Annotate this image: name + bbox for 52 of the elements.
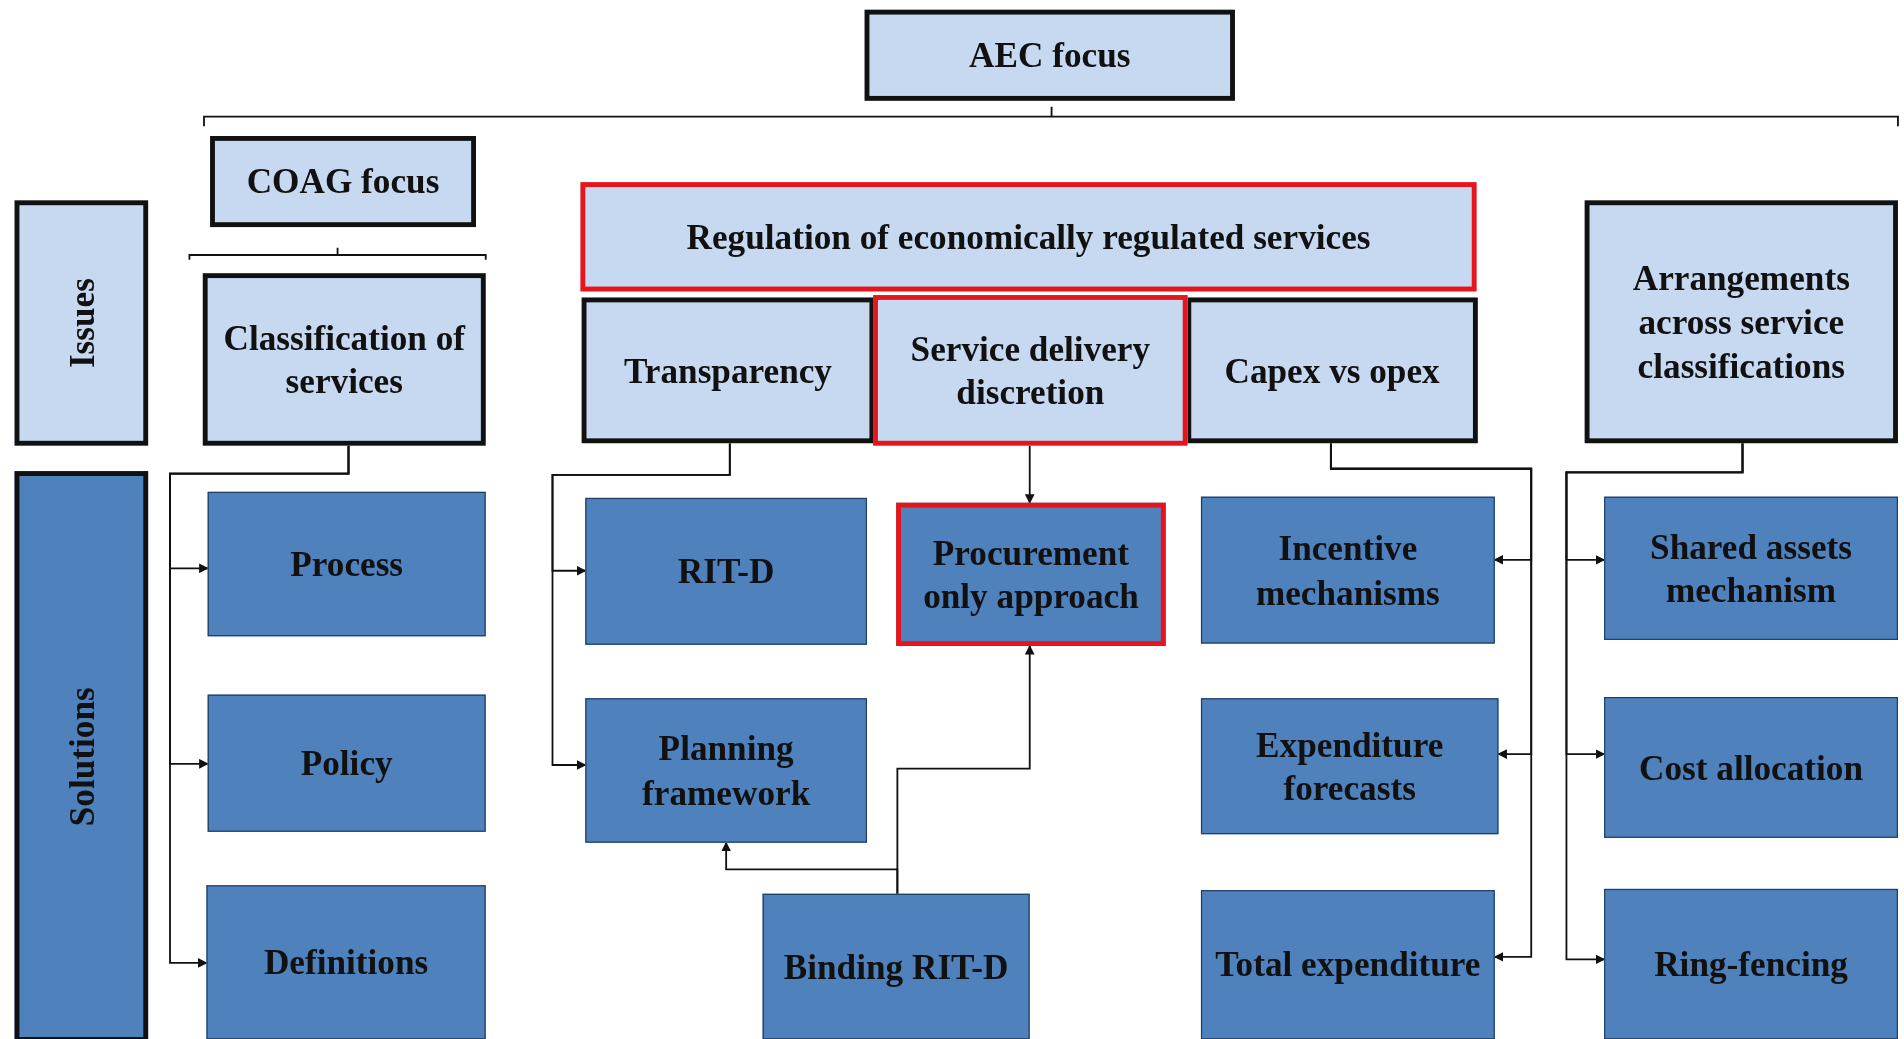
box-label: COAG focus	[246, 160, 440, 203]
solution-box	[1200, 698, 1499, 835]
box-label: Ring-fencing	[1654, 943, 1848, 986]
box-label: AEC focus	[969, 34, 1131, 77]
solution-box	[585, 497, 867, 645]
box-label: Capex vs opex	[1224, 349, 1440, 393]
solution-box	[585, 698, 867, 843]
box-label: Binding RIT-D	[783, 946, 1009, 989]
box-label: Transparency	[623, 349, 832, 393]
highlighted-box	[896, 502, 1166, 646]
solution-box	[1604, 697, 1898, 838]
issue-box	[202, 273, 486, 446]
arrow	[551, 442, 731, 770]
box-label: Classification of services	[222, 316, 467, 403]
solution-box	[207, 491, 486, 637]
box-label: Planning framework	[641, 727, 812, 814]
issue-box	[1186, 297, 1478, 444]
box-label: Incentive mechanisms	[1254, 527, 1441, 614]
box-label: Service delivery discretion	[909, 327, 1152, 414]
box-label: Process	[290, 543, 404, 586]
header-box	[210, 136, 476, 228]
solution-box	[1200, 496, 1495, 644]
solution-box	[1604, 888, 1898, 1039]
box-label: Solutions	[60, 687, 102, 826]
box-label: Expenditure forecasts	[1255, 723, 1445, 810]
solution-box	[1604, 496, 1898, 640]
solution-box	[1200, 890, 1495, 1039]
box-label: Issues	[60, 278, 102, 369]
solution-box	[207, 694, 486, 832]
box-label: Total expenditure	[1215, 944, 1481, 987]
issue-box	[1584, 200, 1898, 444]
side-band	[14, 471, 149, 1039]
arrow	[169, 444, 350, 968]
box-label: Policy	[300, 742, 393, 785]
highlighted-box	[873, 295, 1188, 446]
box-label: Regulation of economically regulated services	[686, 216, 1371, 259]
arrow	[1565, 442, 1744, 965]
solution-box	[762, 893, 1030, 1039]
box-label: Definitions	[263, 941, 429, 984]
box-label: Shared assets mechanism	[1649, 525, 1853, 612]
box-label: RIT-D	[677, 550, 775, 593]
highlighted-box	[580, 182, 1477, 292]
issue-box	[581, 297, 875, 444]
header-box	[864, 9, 1235, 101]
box-label: Cost allocation	[1639, 746, 1863, 789]
box-label: Arrangements across service classifications	[1631, 257, 1851, 388]
arrow	[1024, 444, 1035, 504]
arrow	[721, 841, 899, 895]
arrow	[1329, 442, 1533, 962]
side-band	[14, 200, 149, 446]
box-label: Procurement only approach	[922, 531, 1140, 618]
solution-box	[206, 885, 486, 1039]
